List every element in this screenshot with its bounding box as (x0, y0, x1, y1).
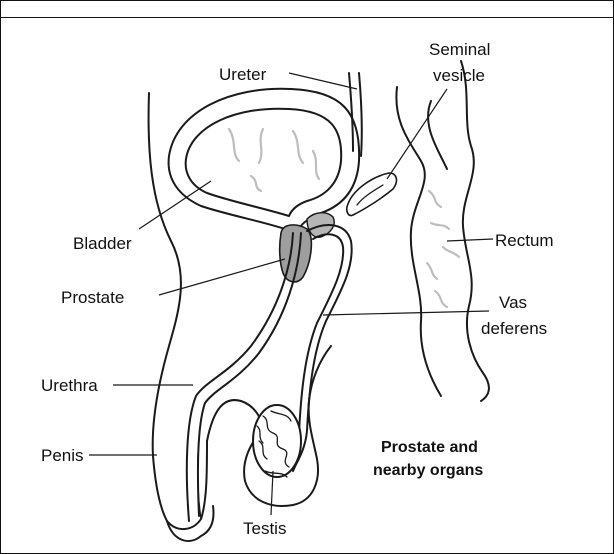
bladder-inner (186, 109, 342, 216)
rectum-leader (447, 239, 493, 241)
rectum-fold (431, 223, 449, 229)
label-prostate: Prostate (61, 288, 124, 307)
label-penis: Penis (41, 446, 84, 465)
rectum-front-wall (396, 87, 441, 396)
bladder-fold (251, 176, 261, 191)
label-vas-deferens-line1: Vas (499, 293, 527, 312)
ureter-leader (289, 73, 357, 89)
rectum-fold (429, 191, 441, 207)
label-seminal-vesicle-line2: vesicle (433, 66, 485, 85)
rectum-inner-wall (428, 101, 447, 169)
testis-leader (271, 471, 273, 515)
diagram-title-line1: Prostate and (381, 439, 478, 456)
label-rectum: Rectum (495, 231, 554, 250)
bladder-outer (169, 89, 360, 233)
rectum-fold (435, 291, 447, 307)
bladder-fold (313, 151, 319, 179)
bladder-fold (259, 129, 263, 163)
vas-deferens-leader (323, 311, 489, 315)
bladder-fold (229, 129, 239, 161)
label-bladder: Bladder (73, 234, 132, 253)
rectum-back-wall (461, 61, 489, 401)
label-ureter: Ureter (219, 65, 267, 84)
diagram-title-line2: nearby organs (373, 462, 483, 479)
rectum-fold (427, 263, 437, 279)
label-urethra: Urethra (41, 376, 98, 395)
label-seminal-vesicle-line1: Seminal (429, 40, 490, 59)
label-vas-deferens-line2: deferens (481, 319, 547, 338)
rectum-fold (443, 247, 459, 257)
penis-tip (167, 506, 214, 541)
prostate-leader (159, 259, 285, 295)
bladder-fold (293, 131, 303, 163)
seminal-vesicle (347, 173, 397, 216)
label-testis: Testis (243, 519, 286, 538)
